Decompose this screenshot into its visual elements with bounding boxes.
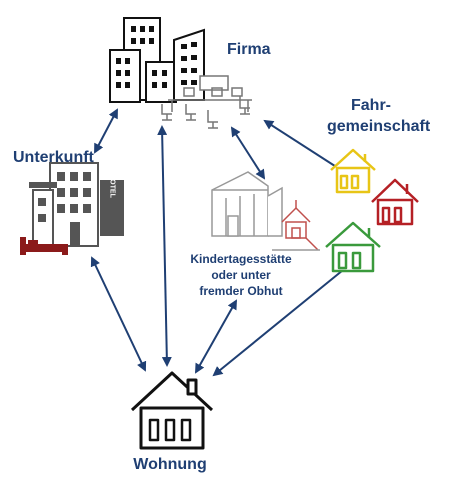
arrow-firma-kita [230,126,266,180]
arrow-firma-wohnung [157,125,172,367]
house-yellow-icon [330,148,376,194]
label-fahr-line1: Fahr- [351,97,391,114]
firma-buildings-icon [109,17,205,103]
bed-icon [20,237,68,255]
hotel-sign: HOTEL [109,174,116,198]
label-firma: Firma [227,41,271,58]
kita-building-icon [211,171,283,237]
label-fahr-line2: gemeinschaft [327,118,431,135]
label-wohnung: Wohnung [133,456,206,473]
label-kita-line3: fremder Obhut [199,284,282,298]
label-kita-line2: oder unter [211,268,271,282]
house-green-icon [325,221,381,273]
arrow-kita-wohnung [195,299,237,374]
hotel-icon: HOTEL [20,162,124,255]
connectors [90,108,349,377]
arrow-firma-unterkunft [94,108,118,154]
arrow-fahrgemeinschaft-firma [263,119,339,169]
playhouse-icon [272,200,320,251]
wohnung-house-icon [130,371,214,450]
arrow-unterkunft-wohnung [90,256,147,372]
label-kita-line1: Kindertagesstätte [190,252,292,266]
arrow-fahrgemeinschaft-wohnung [212,265,349,377]
house-red-icon [371,178,419,226]
label-unterkunft: Unterkunft [13,149,95,166]
office-desks-icon [161,75,252,129]
